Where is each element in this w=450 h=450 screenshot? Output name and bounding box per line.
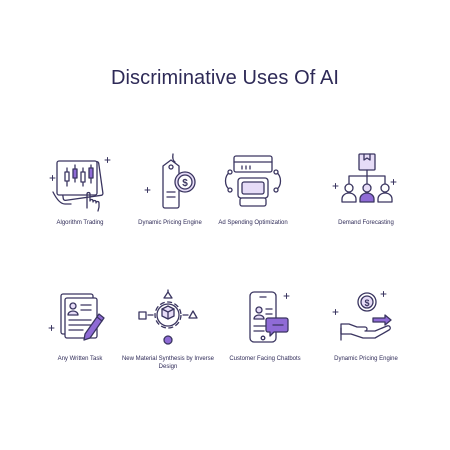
price-tag-dollar-icon: $ <box>144 153 196 209</box>
item-label: Dynamic Pricing Engine <box>138 220 202 226</box>
document-pen-icon <box>48 293 105 341</box>
item-dynamic-pricing-engine: $ Dynamic Pricing Engine <box>115 152 225 242</box>
item-any-written-task: Any Written Task <box>25 288 135 378</box>
hand-coin-icon: $ <box>332 291 392 341</box>
item-label: Dynamic Pricing Engine <box>334 356 398 362</box>
item-label: New Material Synthesis by Inverse Design <box>121 356 215 370</box>
svg-text:$: $ <box>364 298 369 308</box>
svg-text:$: $ <box>182 178 188 189</box>
item-dynamic-pricing-engine-2: $ Dynamic Pricing Engine <box>311 288 421 378</box>
item-algorithm-trading: Algorithm Trading <box>25 152 135 242</box>
item-label: Customer Facing Chatbots <box>229 356 301 362</box>
phone-chat-icon <box>249 291 290 343</box>
item-label: Demand Forecasting <box>338 220 394 226</box>
item-ad-spending-optimization: Ad Spending Optimization <box>198 152 308 242</box>
gear-shapes-icon <box>138 289 198 345</box>
page-title: Discriminative Uses Of AI <box>110 67 340 89</box>
item-label: Algorithm Trading <box>56 220 104 226</box>
item-customer-facing-chatbots: Customer Facing Chatbots <box>210 288 320 378</box>
item-label: Ad Spending Optimization <box>218 220 288 226</box>
credit-card-wallet-icon <box>224 155 282 207</box>
box-people-network-icon <box>332 153 397 203</box>
item-label: Any Written Task <box>57 356 103 362</box>
item-demand-forecasting: Demand Forecasting <box>311 152 421 242</box>
candlestick-chart-icon <box>49 157 111 212</box>
item-new-material-synthesis: New Material Synthesis by Inverse Design <box>113 288 223 378</box>
